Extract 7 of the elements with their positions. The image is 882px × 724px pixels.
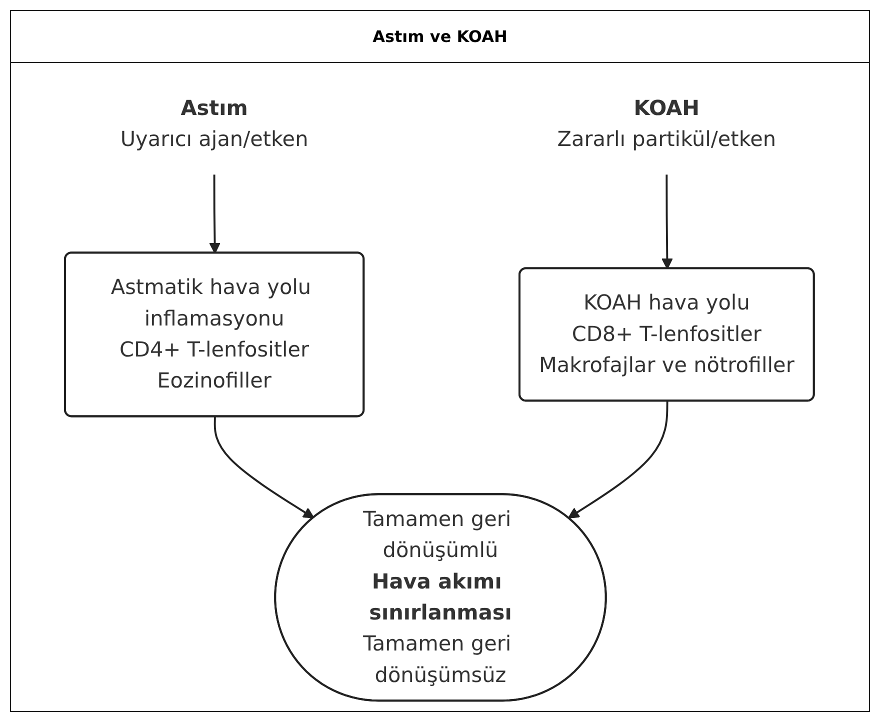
node-text: Astım Uyarıcı ajan/etken [120,95,308,152]
diagram-title: Astım ve KOAH [11,11,869,63]
arrow [661,174,673,270]
arrow [568,401,668,518]
arrow [214,416,314,518]
node-text: KOAH Zararlı partikül/etken [557,95,776,152]
arrow [209,174,220,254]
